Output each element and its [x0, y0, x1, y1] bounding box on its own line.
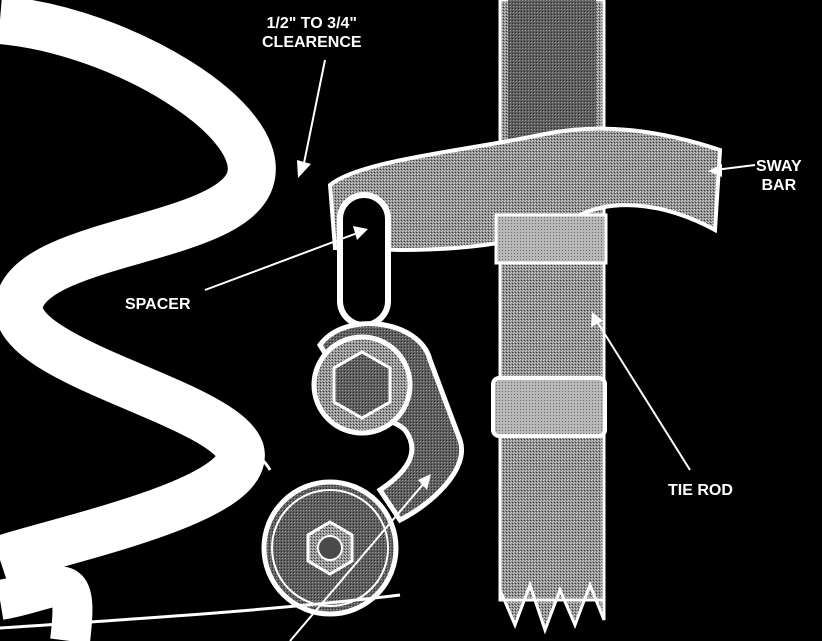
- tie-rod: [498, 0, 606, 635]
- upper-bolt-nut-icon: [332, 350, 392, 420]
- tie-rod-label: TIE ROD: [668, 482, 733, 499]
- spacer-arrow: [204, 226, 368, 291]
- spacer: [337, 192, 391, 328]
- lower-bracket-line: [0, 593, 401, 630]
- lower-link-arrow: [289, 474, 431, 641]
- sway-bar-label-line2: BAR: [761, 177, 797, 194]
- sway-bar-arrow: [708, 164, 756, 177]
- coil-spring-lower: [0, 566, 93, 641]
- clearance-label: 1/2" TO 3/4" CLEARENCE: [262, 14, 362, 52]
- clearance-label-line1: 1/2" TO 3/4": [266, 15, 358, 32]
- sway-bar-label-line1: SWAY: [756, 158, 802, 175]
- coil-spring: [0, 0, 276, 583]
- spacer-label: SPACER: [125, 296, 191, 313]
- tie-rod-arrow: [591, 312, 691, 471]
- sway-bar-label: SWAY BAR: [756, 157, 802, 195]
- lower-bolt-center: [317, 535, 343, 561]
- lower-link-mount: [229, 438, 272, 471]
- spring-leader: [71, 589, 83, 641]
- lower-bushing-rim: [271, 489, 389, 607]
- sway-bar-clamp: [494, 213, 608, 265]
- clearance-arrow: [297, 59, 326, 178]
- tie-rod-clamp: [491, 376, 607, 438]
- clearance-label-line2: CLEARENCE: [262, 34, 362, 51]
